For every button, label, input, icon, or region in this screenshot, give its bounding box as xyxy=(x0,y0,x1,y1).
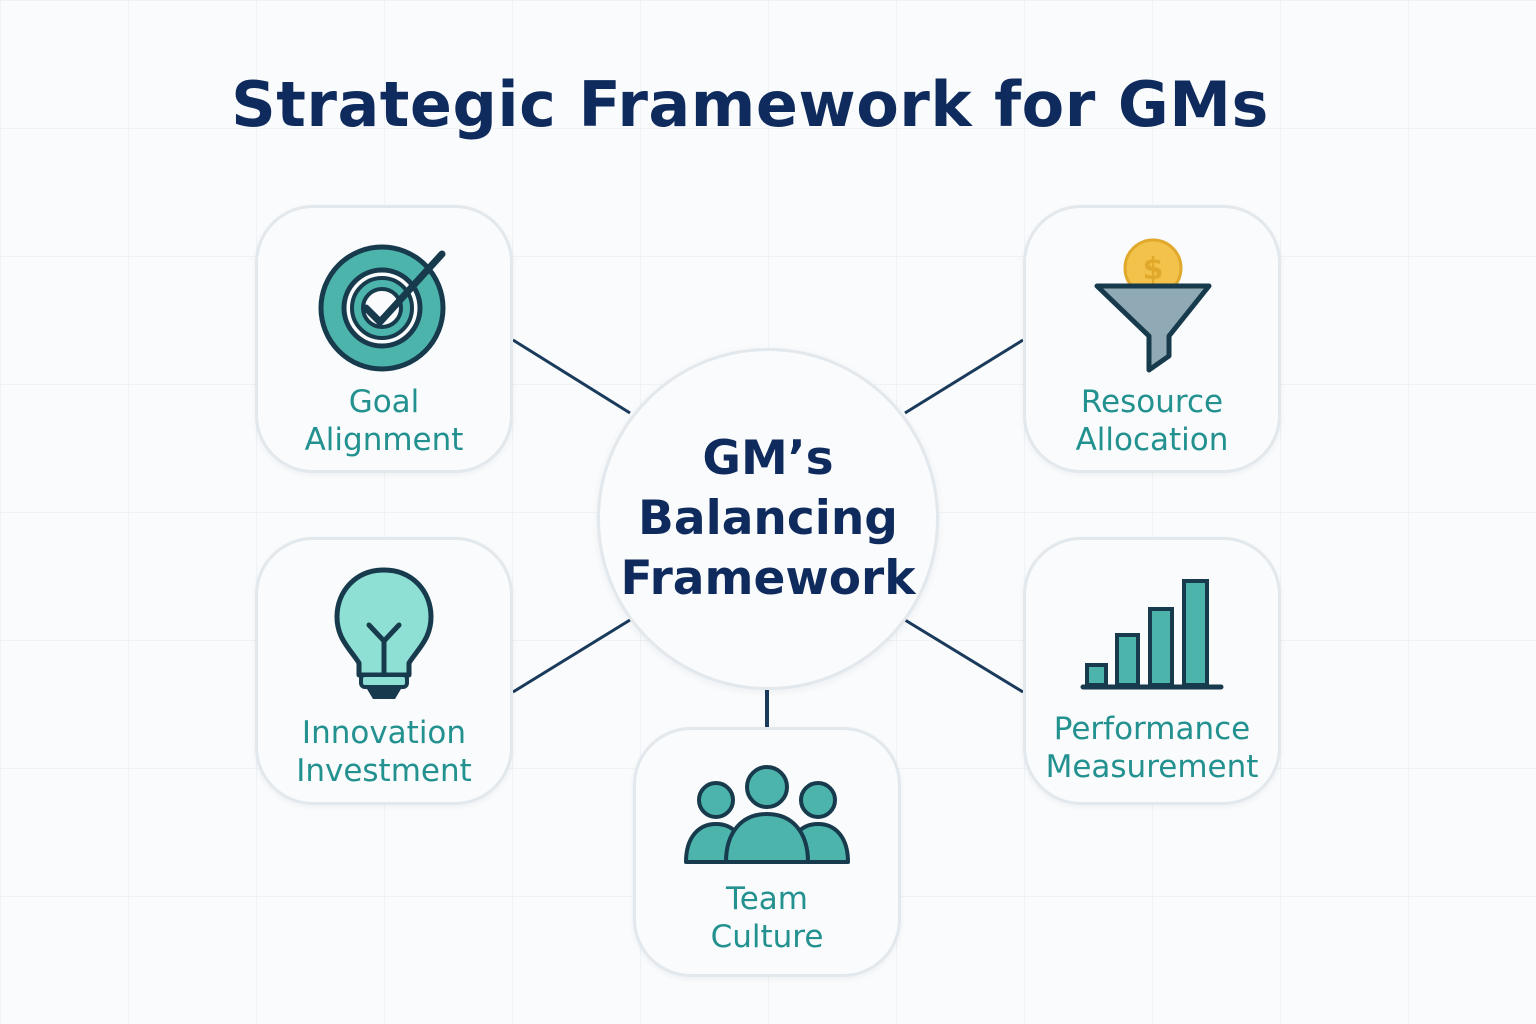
node-team-culture: Team Culture xyxy=(633,727,901,977)
funnel-coin-icon: $ xyxy=(1026,238,1278,373)
node-performance-label-line1: Performance xyxy=(1053,711,1251,747)
node-resource-label-line1: Resource xyxy=(1080,384,1224,420)
center-hub-line1: GM’s xyxy=(702,431,834,486)
connector-performance xyxy=(904,618,1024,694)
node-resource-allocation: $ Resource Allocation xyxy=(1023,205,1281,473)
node-innovation-investment: Innovation Investment xyxy=(255,537,513,805)
node-performance-label-line2: Measurement xyxy=(1045,749,1259,785)
center-hub-line2: Balancing xyxy=(638,491,898,546)
connector-resource xyxy=(904,338,1024,415)
center-hub-line3: Framework xyxy=(620,551,916,606)
node-innovation-label-line1: Innovation xyxy=(301,715,467,751)
lightbulb-icon xyxy=(258,565,510,705)
page-title: Strategic Framework for GMs xyxy=(231,68,1269,141)
node-goal-alignment: Goal Alignment xyxy=(255,205,513,473)
team-people-icon xyxy=(636,762,898,872)
center-hub: GM’s Balancing Framework xyxy=(597,348,939,690)
node-performance-measurement: Performance Measurement xyxy=(1023,537,1281,805)
connector-innovation xyxy=(512,618,631,694)
bar-chart-icon xyxy=(1026,575,1278,695)
node-team-label-line2: Culture xyxy=(710,919,824,955)
target-check-icon xyxy=(258,238,510,373)
node-innovation-label: Innovation Investment xyxy=(258,714,510,790)
connector-goal xyxy=(512,338,631,415)
svg-text:$: $ xyxy=(1143,252,1164,287)
center-hub-label: GM’s Balancing Framework xyxy=(600,429,936,609)
node-innovation-label-line2: Investment xyxy=(296,753,472,789)
node-team-label-line1: Team xyxy=(726,881,808,917)
node-goal-label-line1: Goal xyxy=(348,384,420,420)
node-team-label: Team Culture xyxy=(636,880,898,956)
node-resource-label-line2: Allocation xyxy=(1075,422,1229,458)
node-goal-label-line2: Alignment xyxy=(304,422,464,458)
node-performance-label: Performance Measurement xyxy=(1026,710,1278,786)
node-resource-label: Resource Allocation xyxy=(1026,383,1278,459)
node-goal-label: Goal Alignment xyxy=(258,383,510,459)
